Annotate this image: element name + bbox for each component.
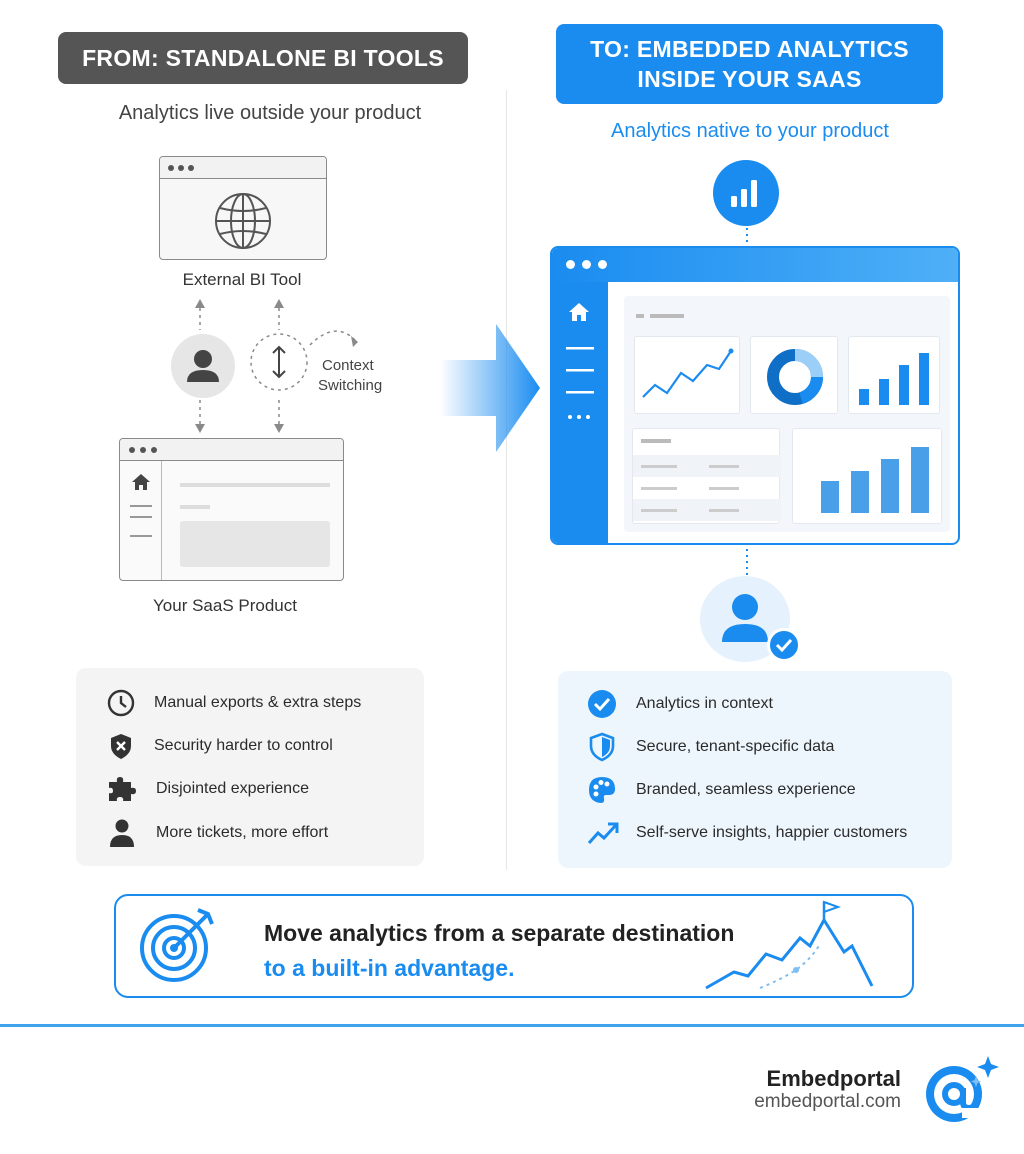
context-label-line2: Switching [318,377,383,394]
connector-dots [746,549,748,575]
column-divider [506,90,507,870]
right-header-line2: INSIDE YOUR SAAS [637,66,862,92]
content-line [180,505,210,509]
list-item-text: Manual exports & extra steps [154,694,362,711]
mountain-flag-icon [705,900,874,990]
line-chart-card [634,336,740,414]
connector-dots [746,228,748,248]
globe-icon [215,193,271,249]
saas-product-label: Your SaaS Product [153,596,297,615]
list-item-text: Secure, tenant-specific data [636,738,835,755]
table-card [632,428,781,524]
donut-chart-card [750,336,838,414]
left-subtitle: Analytics live outside your product [118,102,422,124]
shield-x-icon [111,734,131,759]
list-item: More tickets, more effort [106,817,328,849]
list-item: Secure, tenant-specific data [586,731,834,763]
home-icon [566,303,594,419]
list-item-text: Analytics in context [636,695,773,712]
banner-line1: Move analytics from a separate destinati… [264,920,735,946]
right-header: TO: EMBEDDED ANALYTICS INSIDE YOUR SAAS [556,24,943,104]
list-item-text: Self-serve insights, happier customers [636,824,908,841]
check-circle-icon [588,690,616,718]
list-item: Security harder to control [106,731,333,761]
content-line [180,483,330,487]
home-icon [130,474,152,518]
window-titlebar [120,439,343,461]
person-icon [187,350,219,382]
clock-icon [107,689,135,717]
context-label-line1: Context [322,357,374,374]
right-benefits-panel: Analytics in context Secure, tenant-spec… [558,671,952,868]
banner-line2: to a built-in advantage. [264,955,515,981]
brand-url: embedportal.com [754,1091,901,1112]
brand-name: Embedportal [766,1066,901,1091]
dashboard-sidebar [552,282,608,543]
bar-chart-icon [821,447,929,513]
target-icon [140,908,214,982]
check-badge-icon [767,628,801,662]
saas-sidebar [120,461,162,580]
right-header-line1: TO: EMBEDDED ANALYTICS [590,36,909,62]
brand-logo-icon [926,1056,999,1122]
shield-icon [589,732,615,762]
bar-chart-icon [859,353,929,405]
analytics-badge [713,160,779,226]
person-icon [110,819,134,847]
window-titlebar [160,157,326,179]
dashboard-titlebar [552,248,958,282]
saas-product-window [119,438,344,581]
sidebar-line [130,535,152,537]
puzzle-icon [109,777,136,801]
palette-icon [589,777,615,803]
list-item-text: Disjointed experience [156,780,309,797]
list-item: Branded, seamless experience [586,774,856,806]
summary-banner [114,894,914,998]
content-block [180,521,330,567]
person-icon [722,594,768,642]
left-header-text: FROM: STANDALONE BI TOOLS [82,44,444,71]
external-bi-window [159,156,327,260]
line-chart-icon [642,348,734,398]
bar-chart-icon [731,180,757,207]
list-item-text: Branded, seamless experience [636,781,856,798]
context-switch-label: Context Switching [318,356,408,396]
transition-arrow-icon [440,324,540,452]
left-drawbacks-panel: Manual exports & extra steps Security ha… [76,668,424,866]
external-bi-label: External BI Tool [182,270,302,289]
bar-chart-card [848,336,940,414]
large-bar-chart-card [792,428,942,524]
user-avatar [171,334,235,398]
trend-up-icon [587,822,619,845]
list-item: Disjointed experience [106,774,309,804]
donut-chart-icon [767,349,823,405]
list-item-text: Security harder to control [154,737,333,754]
context-switch-diagram [195,299,358,433]
list-item: Self-serve insights, happier customers [586,817,907,849]
embedded-dashboard-window [550,246,960,545]
list-item-text: More tickets, more effort [156,824,329,841]
footer-divider [0,1024,1024,1027]
list-item: Manual exports & extra steps [106,688,361,718]
list-item: Analytics in context [586,688,773,720]
right-subtitle: Analytics native to your product [611,120,889,142]
left-header: FROM: STANDALONE BI TOOLS [58,32,468,84]
